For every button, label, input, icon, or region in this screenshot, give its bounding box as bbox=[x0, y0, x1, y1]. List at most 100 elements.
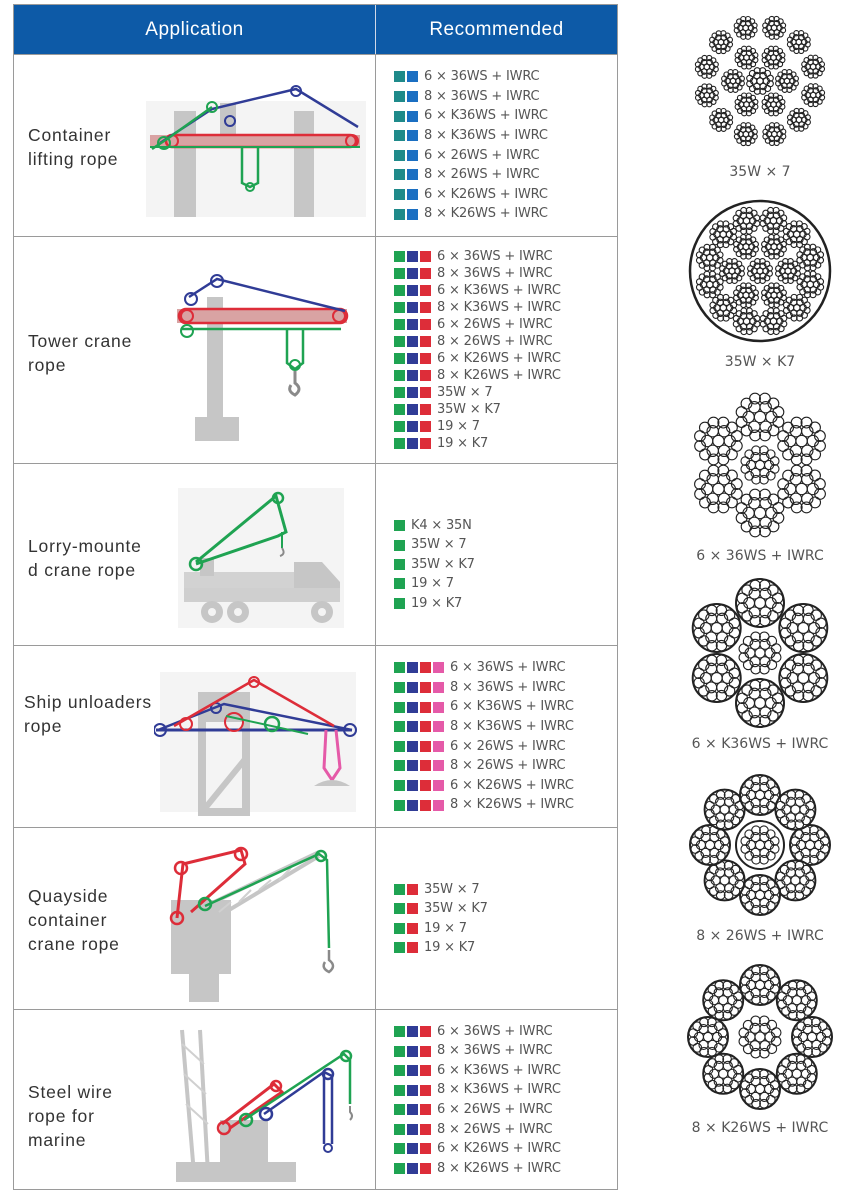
swatch-teal bbox=[394, 169, 405, 181]
rope-spec-item: 35W × K7 bbox=[394, 899, 617, 918]
swatch-blue bbox=[407, 71, 418, 83]
swatch-pink bbox=[433, 662, 444, 674]
rope-spec-item: 35W × 7 bbox=[394, 384, 617, 401]
rope-spec-item: 6 × 26WS + IWRC bbox=[394, 146, 617, 166]
swatch-navy bbox=[407, 1143, 418, 1155]
rope-spec-item: 8 × 36WS + IWRC bbox=[394, 1041, 617, 1061]
swatch-green bbox=[394, 662, 405, 674]
table-row: Ship unloaders rope bbox=[14, 645, 617, 827]
rope-spec-item: 8 × K26WS + IWRC bbox=[394, 1159, 617, 1179]
swatch-green bbox=[394, 336, 405, 347]
rope-spec-item: 35W × 7 bbox=[394, 535, 617, 554]
swatch-red bbox=[420, 336, 431, 347]
rope-spec-item: 6 × K36WS + IWRC bbox=[394, 697, 617, 717]
cross-section-caption: 35W × K7 bbox=[724, 354, 796, 370]
swatch-teal bbox=[394, 71, 405, 83]
swatch-navy bbox=[407, 285, 418, 296]
swatch-teal bbox=[394, 188, 405, 200]
table-row: Lorry-mounte d crane rope bbox=[14, 463, 617, 645]
swatch-navy bbox=[407, 682, 418, 694]
rope-spec-item: 19 × K7 bbox=[394, 938, 617, 957]
swatch-green bbox=[394, 597, 405, 609]
swatch-navy bbox=[407, 1163, 418, 1175]
table-row: Steel wire rope for marine bbox=[14, 1009, 617, 1190]
swatch-red bbox=[420, 701, 431, 713]
swatch-red bbox=[420, 285, 431, 296]
rope-spec-item: K4 × 35N bbox=[394, 516, 617, 535]
swatch-green bbox=[394, 1143, 405, 1155]
header-application: Application bbox=[14, 5, 376, 54]
swatch-red bbox=[420, 799, 431, 811]
swatch-blue bbox=[407, 130, 418, 142]
swatch-navy bbox=[407, 740, 418, 752]
cross-section-caption: 6 × K36WS + IWRC bbox=[691, 736, 829, 752]
recommended-cell: 6 × 36WS + IWRC 8 × 36WS + IWRC 6 × K36W… bbox=[376, 646, 617, 827]
swatch-red bbox=[420, 1163, 431, 1175]
swatch-red bbox=[420, 1045, 431, 1057]
rope-spec-item: 19 × 7 bbox=[394, 574, 617, 593]
swatch-red bbox=[420, 438, 431, 449]
table-header: Application Recommended bbox=[14, 5, 617, 54]
rope-spec-item: 8 × K36WS + IWRC bbox=[394, 126, 617, 146]
swatch-green bbox=[394, 883, 405, 895]
swatch-green bbox=[394, 760, 405, 772]
application-cell: Container lifting rope bbox=[14, 55, 376, 236]
rope-spec-item: 6 × K36WS + IWRC bbox=[394, 106, 617, 126]
cross-section-item: 35W × 7 bbox=[672, 6, 848, 180]
swatch-navy bbox=[407, 319, 418, 330]
rope-cross-section-icon bbox=[694, 15, 826, 147]
swatch-green bbox=[394, 740, 405, 752]
swatch-red bbox=[420, 1143, 431, 1155]
rope-spec-item: 19 × 7 bbox=[394, 919, 617, 938]
swatch-red bbox=[420, 1104, 431, 1116]
rope-spec-item: 8 × 36WS + IWRC bbox=[394, 678, 617, 698]
rope-spec-item: 6 × 26WS + IWRC bbox=[394, 1100, 617, 1120]
swatch-green bbox=[394, 1123, 405, 1135]
cross-section-caption: 8 × 26WS + IWRC bbox=[696, 928, 824, 944]
swatch-navy bbox=[407, 387, 418, 398]
application-cell: Tower crane rope bbox=[14, 237, 376, 463]
rope-spec-item: 8 × 26WS + IWRC bbox=[394, 1120, 617, 1140]
swatch-navy bbox=[407, 1123, 418, 1135]
application-label: Steel wire rope for marine bbox=[28, 1082, 113, 1150]
rope-cross-section-icon bbox=[689, 774, 831, 916]
table-row: Container lifting rope bbox=[14, 54, 617, 236]
header-recommended: Recommended bbox=[429, 18, 564, 40]
application-cell: Steel wire rope for marine bbox=[14, 1010, 376, 1190]
swatch-green bbox=[394, 922, 405, 934]
swatch-green bbox=[394, 370, 405, 381]
swatch-teal bbox=[394, 208, 405, 220]
swatch-green bbox=[394, 942, 405, 954]
rope-spec-item: 6 × 36WS + IWRC bbox=[394, 1022, 617, 1042]
swatch-pink bbox=[433, 682, 444, 694]
swatch-navy bbox=[407, 1104, 418, 1116]
rope-spec-item: 8 × K36WS + IWRC bbox=[394, 717, 617, 737]
rope-spec-item: 8 × 26WS + IWRC bbox=[394, 756, 617, 776]
swatch-teal bbox=[394, 110, 405, 122]
rope-spec-item: 8 × K36WS + IWRC bbox=[394, 1080, 617, 1100]
application-cell: Quayside container crane rope bbox=[14, 828, 376, 1009]
swatch-red bbox=[420, 1025, 431, 1037]
recommended-cell: 35W × 7 35W × K7 19 × 7 19 × K7 bbox=[376, 828, 617, 1009]
rope-spec-item: 6 × 26WS + IWRC bbox=[394, 737, 617, 757]
swatch-navy bbox=[407, 1084, 418, 1096]
swatch-green bbox=[394, 1045, 405, 1057]
swatch-green bbox=[394, 268, 405, 279]
rope-spec-item: 6 × K26WS + IWRC bbox=[394, 350, 617, 367]
swatch-navy bbox=[407, 721, 418, 733]
swatch-red bbox=[420, 682, 431, 694]
rope-spec-item: 6 × K26WS + IWRC bbox=[394, 1139, 617, 1159]
rope-spec-item: 6 × 36WS + IWRC bbox=[394, 658, 617, 678]
swatch-navy bbox=[407, 1045, 418, 1057]
swatch-red bbox=[407, 903, 418, 915]
swatch-red bbox=[420, 662, 431, 674]
rope-spec-item: 8 × 26WS + IWRC bbox=[394, 165, 617, 185]
swatch-green bbox=[394, 799, 405, 811]
swatch-navy bbox=[407, 760, 418, 772]
swatch-green bbox=[394, 1025, 405, 1037]
swatch-navy bbox=[407, 336, 418, 347]
swatch-green bbox=[394, 1065, 405, 1077]
rope-spec-item: 19 × K7 bbox=[394, 594, 617, 613]
recommended-cell: 6 × 36WS + IWRC 8 × 36WS + IWRC 6 × K36W… bbox=[376, 1010, 617, 1190]
rope-cross-section-icon bbox=[691, 578, 829, 728]
